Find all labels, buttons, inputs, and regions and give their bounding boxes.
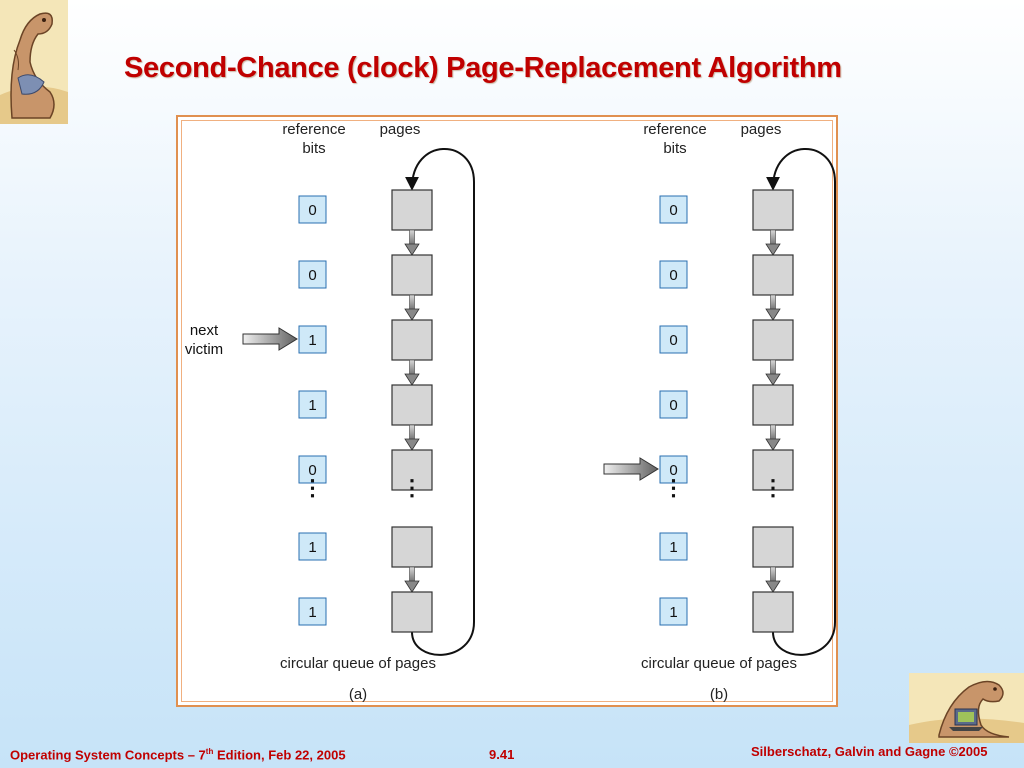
reference-bit-value: 1 <box>308 332 316 349</box>
footer-book-title: Operating System Concepts – 7th Edition,… <box>10 747 346 763</box>
panel-a: reference bits pages 0 0 1 1 0 1 1 ⋮ ⋮ next victim cir… <box>185 121 475 703</box>
header-pages: pages <box>741 121 782 138</box>
page-frame <box>391 254 433 296</box>
next-page-arrow <box>765 359 781 386</box>
reference-bit-value: 0 <box>669 332 677 349</box>
page-frame <box>752 526 794 568</box>
reference-bit-value: 0 <box>308 202 316 219</box>
reference-bit-box <box>298 597 327 626</box>
circular-queue-label: circular queue of pages <box>641 655 797 672</box>
reference-bit-box <box>659 390 688 419</box>
reference-bit-box <box>298 455 327 484</box>
page-frame <box>752 254 794 296</box>
next-page-arrow <box>404 359 420 386</box>
next-page-arrow <box>765 424 781 451</box>
page-frame <box>391 189 433 231</box>
page-frame <box>391 526 433 568</box>
page-frame <box>391 319 433 361</box>
page-frame <box>391 449 433 491</box>
panel-caption: (a) <box>349 686 367 703</box>
footer-slide-number: 9.41 <box>489 747 515 762</box>
reference-bit-box <box>659 260 688 289</box>
header-reference-bits: reference <box>643 121 706 138</box>
next-page-arrow <box>765 294 781 321</box>
next-page-arrow <box>765 229 781 256</box>
next-page-arrow <box>404 424 420 451</box>
reference-bit-value: 0 <box>669 202 677 219</box>
page-frame <box>752 591 794 633</box>
reference-bit-box <box>659 325 688 354</box>
ellipsis-reference-bits: ⋮ <box>663 475 685 500</box>
reference-bit-value: 1 <box>308 604 316 621</box>
reference-bit-value: 1 <box>669 604 677 621</box>
reference-bit-value: 0 <box>669 267 677 284</box>
reference-bit-value: 0 <box>669 462 677 479</box>
header-reference-bits: bits <box>302 140 325 157</box>
circular-queue-arrow <box>766 148 836 656</box>
reference-bit-value: 0 <box>669 397 677 414</box>
reference-bit-box <box>659 195 688 224</box>
header-pages: pages <box>380 121 421 138</box>
dinosaur-logo-top <box>0 0 68 124</box>
page-frame <box>752 319 794 361</box>
ellipsis-reference-bits: ⋮ <box>302 475 324 500</box>
ellipsis-pages: ⋮ <box>762 475 784 500</box>
reference-bit-box <box>298 390 327 419</box>
next-page-arrow <box>765 566 781 593</box>
next-victim-label: next <box>190 322 219 339</box>
page-frame <box>752 449 794 491</box>
reference-bit-value: 1 <box>669 539 677 556</box>
page-frame <box>752 384 794 426</box>
footer-copyright: Silberschatz, Galvin and Gagne ©2005 <box>751 744 988 759</box>
reference-bit-box <box>659 597 688 626</box>
victim-pointer-arrow <box>242 327 298 351</box>
reference-bit-value: 0 <box>308 462 316 479</box>
reference-bit-box <box>659 455 688 484</box>
reference-bit-box <box>298 325 327 354</box>
circular-queue-label: circular queue of pages <box>280 655 436 672</box>
page-frame <box>391 591 433 633</box>
clock-algorithm-figure: reference bits pages 0 0 1 1 0 1 1 ⋮ ⋮ next victim cir… <box>176 115 838 707</box>
reference-bit-value: 1 <box>308 397 316 414</box>
page-title: Second-Chance (clock) Page-Replacement A… <box>124 52 842 84</box>
clock-diagram: reference bits pages 0 0 1 1 0 1 1 ⋮ ⋮ next victim cir… <box>185 121 836 703</box>
next-page-arrow <box>404 294 420 321</box>
page-frame <box>752 189 794 231</box>
header-reference-bits: bits <box>663 140 686 157</box>
reference-bit-box <box>298 532 327 561</box>
reference-bit-box <box>298 195 327 224</box>
reference-bit-box <box>298 260 327 289</box>
panel-caption: (b) <box>710 686 728 703</box>
next-page-arrow <box>404 566 420 593</box>
next-page-arrow <box>404 229 420 256</box>
next-victim-label: victim <box>185 341 223 358</box>
circular-queue-arrow <box>405 148 475 656</box>
panel-b: reference bits pages 0 0 0 0 0 1 1 ⋮ ⋮ circular queu… <box>603 121 836 703</box>
ellipsis-pages: ⋮ <box>401 475 423 500</box>
page-frame <box>391 384 433 426</box>
reference-bit-box <box>659 532 688 561</box>
header-reference-bits: reference <box>282 121 345 138</box>
victim-pointer-arrow <box>603 457 659 481</box>
dinosaur-logo-bottom <box>909 673 1024 743</box>
reference-bit-value: 0 <box>308 267 316 284</box>
reference-bit-value: 1 <box>308 539 316 556</box>
